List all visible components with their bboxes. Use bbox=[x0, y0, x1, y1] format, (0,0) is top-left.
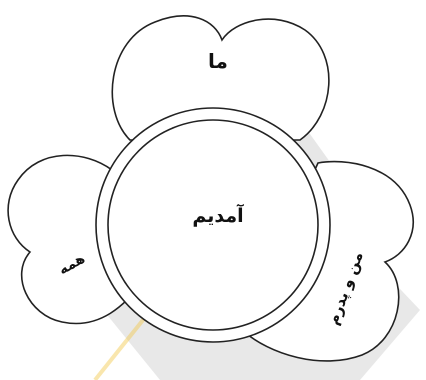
center-label: آمدیم bbox=[192, 203, 244, 227]
petal-top-label: ما bbox=[208, 49, 228, 73]
